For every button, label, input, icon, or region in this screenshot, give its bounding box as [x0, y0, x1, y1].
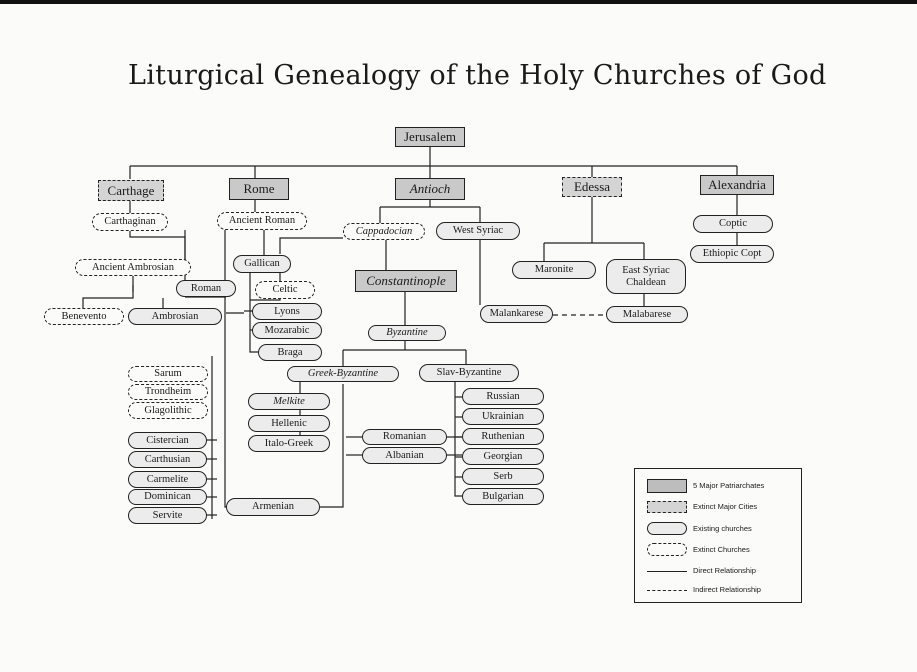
node-east-syriac-chaldean: East Syriac Chaldean	[606, 259, 686, 294]
legend-swatch-extinct-cities	[647, 501, 687, 513]
node-ukrainian: Ukrainian	[462, 408, 544, 425]
node-carthusian: Carthusian	[128, 451, 207, 468]
node-trondheim: Trondheim	[128, 384, 208, 400]
node-cappadocian: Cappadocian	[343, 223, 425, 240]
node-ruthenian: Ruthenian	[462, 428, 544, 445]
legend-label-existing: Existing churches	[693, 524, 752, 533]
legend-swatch-indirect	[647, 590, 687, 591]
node-jerusalem: Jerusalem	[395, 127, 465, 147]
node-constantinople: Constantinople	[355, 270, 457, 292]
legend-swatch-existing	[647, 522, 687, 535]
node-hellenic: Hellenic	[248, 415, 330, 432]
node-edessa: Edessa	[562, 177, 622, 197]
node-malankarese: Malankarese	[480, 305, 553, 323]
legend: 5 Major Patriarchates Extinct Major Citi…	[634, 468, 802, 603]
node-mozarabic: Mozarabic	[252, 322, 322, 339]
node-alexandria: Alexandria	[700, 175, 774, 195]
node-rome: Rome	[229, 178, 289, 200]
node-slav-byzantine: Slav-Byzantine	[419, 364, 519, 382]
node-melkite: Melkite	[248, 393, 330, 410]
node-serb: Serb	[462, 468, 544, 485]
node-ancient-ambrosian: Ancient Ambrosian	[75, 259, 191, 276]
node-cistercian: Cistercian	[128, 432, 207, 449]
node-ethiopic-copt: Ethiopic Copt	[690, 245, 774, 263]
page-title: Liturgical Genealogy of the Holy Churche…	[128, 60, 827, 91]
node-antioch: Antioch	[395, 178, 465, 200]
legend-label-extinct-churches: Extinct Churches	[693, 545, 750, 554]
node-glagolithic: Glagolithic	[128, 402, 208, 419]
legend-label-extinct-cities: Extinct Major Cities	[693, 502, 758, 511]
node-lyons: Lyons	[252, 303, 322, 320]
node-malabarese: Malabarese	[606, 306, 688, 323]
node-benevento: Benevento	[44, 308, 124, 325]
legend-label-direct: Direct Relationship	[693, 566, 756, 575]
node-greek-byzantine: Greek-Byzantine	[287, 366, 399, 382]
node-west-syriac: West Syriac	[436, 222, 520, 240]
node-romanian: Romanian	[362, 429, 447, 445]
node-roman: Roman	[176, 280, 236, 297]
node-georgian: Georgian	[462, 448, 544, 465]
node-albanian: Albanian	[362, 447, 447, 464]
node-carmelite: Carmelite	[128, 471, 207, 488]
node-servite: Servite	[128, 507, 207, 524]
node-ancient-roman: Ancient Roman	[217, 212, 307, 230]
node-carthage: Carthage	[98, 180, 164, 201]
node-gallican: Gallican	[233, 255, 291, 273]
node-ambrosian: Ambrosian	[128, 308, 222, 325]
legend-swatch-direct	[647, 571, 687, 572]
top-border	[0, 0, 917, 4]
legend-swatch-extinct-churches	[647, 543, 687, 556]
legend-label-indirect: Indirect Relationship	[693, 585, 761, 594]
node-coptic: Coptic	[693, 215, 773, 233]
node-armenian: Armenian	[226, 498, 320, 516]
node-byzantine: Byzantine	[368, 325, 446, 341]
legend-swatch-patriarchates	[647, 479, 687, 493]
node-carthaginian: Carthaginan	[92, 213, 168, 231]
node-italo-greek: Italo-Greek	[248, 435, 330, 452]
node-braga: Braga	[258, 344, 322, 361]
node-dominican: Dominican	[128, 489, 207, 505]
node-sarum: Sarum	[128, 366, 208, 382]
node-celtic: Celtic	[255, 281, 315, 299]
node-maronite: Maronite	[512, 261, 596, 279]
legend-label-patriarchates: 5 Major Patriarchates	[693, 481, 765, 490]
node-bulgarian: Bulgarian	[462, 488, 544, 505]
node-russian: Russian	[462, 388, 544, 405]
